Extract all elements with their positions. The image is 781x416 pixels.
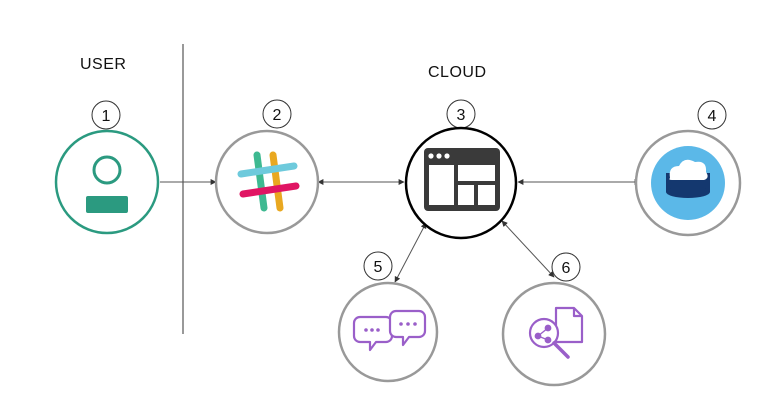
node-number-badge: 1 <box>91 100 121 130</box>
app-window-icon <box>424 148 500 211</box>
node-chat <box>337 281 439 383</box>
node-number-badge: 6 <box>551 252 581 282</box>
node-slack-circle <box>214 129 320 235</box>
section-title-cloud: CLOUD <box>428 64 487 81</box>
node-number-2: 2 <box>273 107 282 124</box>
node-database <box>634 129 742 237</box>
node-analytics <box>501 281 607 387</box>
node-number-6: 6 <box>562 260 571 277</box>
slack-logo-icon <box>237 151 300 212</box>
node-number-badge: 3 <box>446 99 476 129</box>
node-user <box>54 129 160 235</box>
document-search-icon <box>528 306 584 359</box>
node-app <box>404 126 518 240</box>
node-number-3: 3 <box>457 107 466 124</box>
node-chat-circle <box>337 281 439 383</box>
node-number-badge: 2 <box>262 99 292 129</box>
chat-bubbles-icon <box>352 309 427 352</box>
node-number-4: 4 <box>708 108 717 125</box>
cloud-database-icon <box>651 146 725 220</box>
node-number-5: 5 <box>374 259 383 276</box>
node-number-1: 1 <box>102 108 111 125</box>
section-title-user: USER <box>80 56 126 73</box>
connector-app-analytics <box>501 220 555 278</box>
node-number-badge: 4 <box>697 100 727 130</box>
user-avatar-icon <box>86 155 128 213</box>
node-number-badge: 5 <box>363 251 393 281</box>
node-slack <box>214 129 320 235</box>
connector-app-chat <box>394 222 427 283</box>
